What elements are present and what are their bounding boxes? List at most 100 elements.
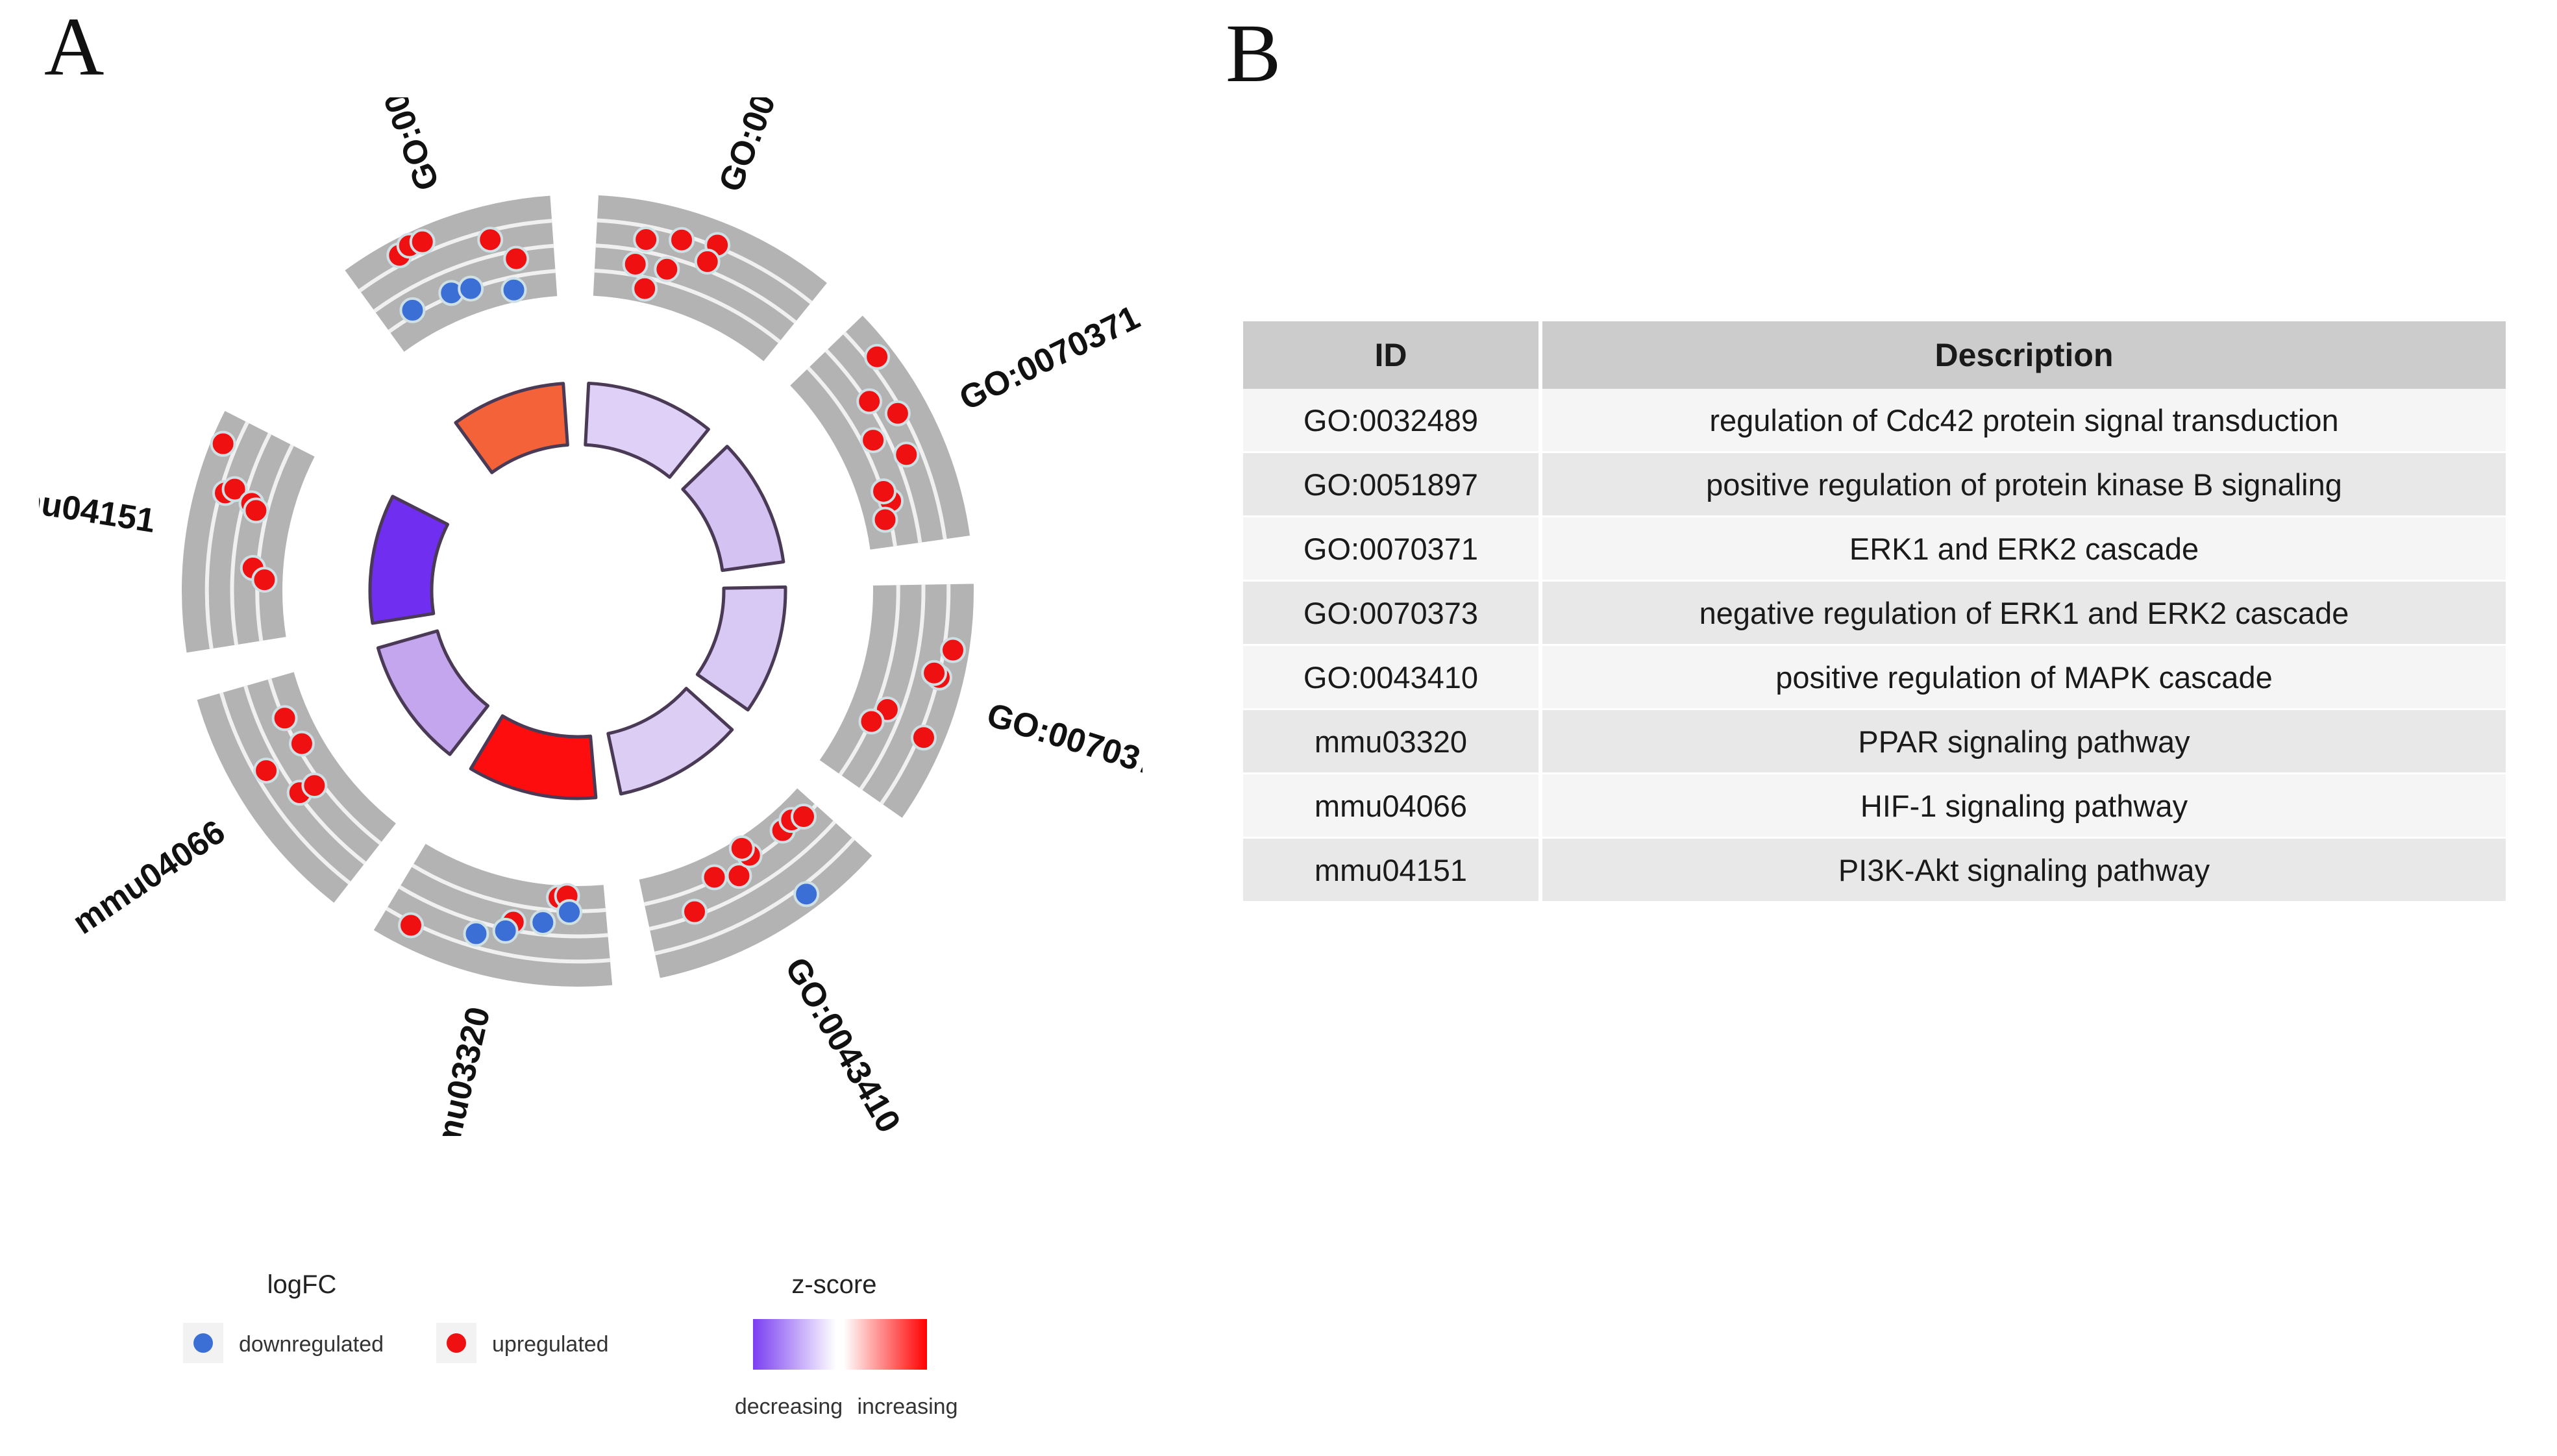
point-upregulated — [791, 804, 817, 830]
track-gridline — [255, 444, 294, 641]
term-band — [345, 195, 558, 352]
point-upregulated — [694, 249, 721, 275]
legend-decreasing-label: decreasing — [735, 1394, 843, 1419]
legend-logfc-title: logFC — [267, 1270, 337, 1299]
cell-id: GO:0051897 — [1243, 452, 1542, 517]
legend-up-dot — [447, 1333, 466, 1353]
point-downregulated — [458, 275, 484, 302]
track-gridline — [267, 678, 382, 845]
point-upregulated — [682, 898, 708, 925]
column-header-description: Description — [1540, 321, 2506, 389]
point-upregulated — [654, 256, 680, 282]
cell-description: negative regulation of ERK1 and ERK2 cas… — [1540, 580, 2506, 646]
term-label: mmu03320 — [422, 1004, 498, 1136]
term-band — [373, 844, 613, 987]
zscore-sector — [376, 629, 489, 756]
point-upregulated — [893, 441, 920, 468]
cell-id: GO:0070371 — [1243, 516, 1542, 582]
point-upregulated — [910, 724, 937, 751]
point-upregulated — [288, 730, 315, 757]
cell-description: ERK1 and ERK2 cascade — [1540, 516, 2506, 582]
point-downregulated — [500, 277, 527, 303]
cell-id: GO:0043410 — [1243, 645, 1542, 710]
point-upregulated — [477, 227, 504, 253]
table-header-row: ID Description — [1243, 321, 2506, 389]
term-label: GO:0070371 — [954, 299, 1143, 418]
cell-id: GO:0032489 — [1243, 389, 1542, 453]
legend-down-label: downregulated — [239, 1332, 384, 1357]
cell-description: PI3K-Akt signaling pathway — [1540, 837, 2506, 903]
point-upregulated — [864, 343, 891, 370]
track-gridline — [839, 585, 900, 776]
track-gridline — [204, 421, 249, 649]
point-upregulated — [253, 758, 280, 784]
point-upregulated — [871, 478, 897, 504]
track-gridline — [824, 349, 922, 543]
cell-description: regulation of Cdc42 protein signal trans… — [1540, 389, 2506, 453]
legend-zscore-bar-high — [844, 1319, 927, 1370]
point-upregulated — [633, 227, 660, 253]
track-gridline — [654, 837, 855, 956]
track-gridline — [373, 243, 554, 313]
point-downregulated — [556, 899, 583, 926]
point-downregulated — [793, 881, 820, 907]
point-upregulated — [221, 476, 248, 502]
point-upregulated — [872, 506, 898, 533]
point-upregulated — [669, 227, 695, 253]
point-downregulated — [463, 920, 489, 947]
legend-zscore-bar-low — [753, 1319, 836, 1370]
term-band — [593, 195, 827, 362]
track-gridline — [594, 268, 781, 343]
term-band — [182, 411, 315, 653]
cell-description: PPAR signaling pathway — [1540, 709, 2506, 774]
track-gridline — [230, 432, 272, 645]
cell-id: mmu04151 — [1243, 837, 1542, 903]
cell-description: positive regulation of MAPK cascade — [1540, 645, 2506, 710]
point-downregulated — [530, 909, 556, 936]
zscore-sector — [454, 382, 569, 475]
point-upregulated — [622, 251, 649, 277]
scatter-ring — [182, 195, 974, 987]
zscore-sector — [469, 714, 598, 800]
point-downregulated — [492, 917, 519, 944]
point-upregulated — [271, 705, 298, 732]
legend-increasing-label: increasing — [858, 1394, 958, 1419]
point-upregulated — [243, 497, 269, 524]
track-gridline — [219, 692, 351, 885]
panel-b-label: B — [1226, 7, 1281, 99]
term-label: mmu04151 — [39, 476, 158, 540]
point-upregulated — [939, 637, 966, 663]
point-upregulated — [409, 228, 436, 255]
term-label: GO:0070373 — [983, 696, 1143, 789]
point-upregulated — [858, 708, 885, 735]
point-upregulated — [726, 863, 752, 889]
track-gridline — [649, 821, 836, 931]
track-gridline — [358, 219, 552, 293]
term-label: GO:0051897 — [711, 97, 817, 197]
zscore-ring — [368, 381, 787, 800]
cell-description: HIF-1 signaling pathway — [1540, 773, 2506, 839]
point-upregulated — [210, 430, 236, 457]
point-upregulated — [632, 275, 658, 302]
point-upregulated — [856, 388, 883, 415]
point-downregulated — [399, 297, 426, 323]
point-upregulated — [921, 660, 948, 686]
term-label: mmu04066 — [66, 813, 232, 941]
logfc-points — [210, 227, 966, 947]
zscore-sector — [584, 381, 710, 479]
point-upregulated — [503, 245, 530, 272]
cell-id: mmu04066 — [1243, 773, 1542, 839]
point-upregulated — [301, 772, 328, 799]
cell-id: GO:0070373 — [1243, 580, 1542, 646]
zscore-sector — [606, 687, 734, 796]
panel-a-label: A — [44, 1, 105, 93]
legend-zscore-title: z-score — [791, 1270, 876, 1299]
